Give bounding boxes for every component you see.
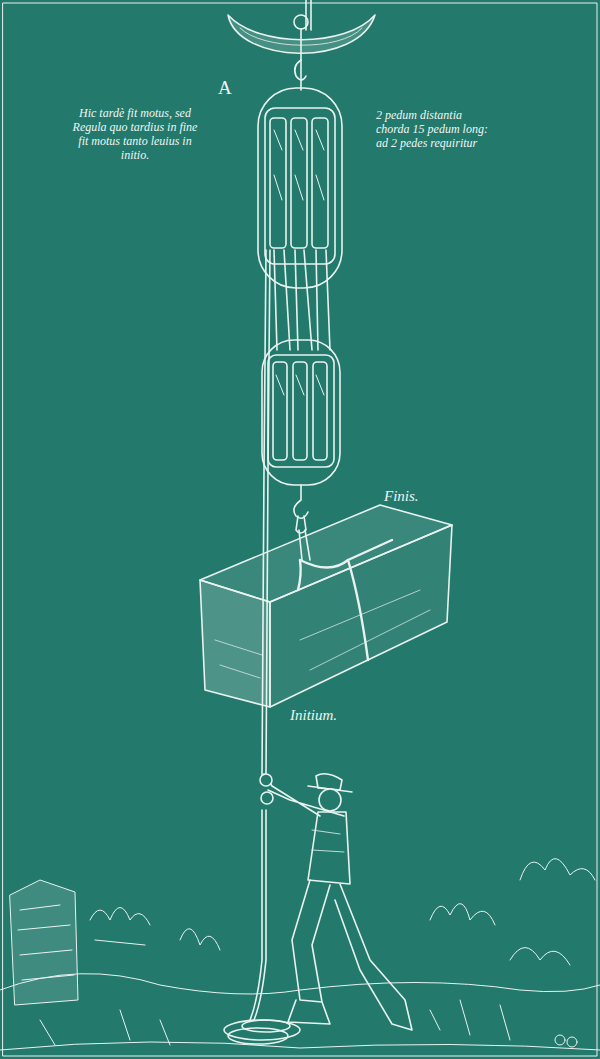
- man-hauling-part: [288, 1000, 330, 1024]
- tackle-ropes-part: [326, 250, 330, 350]
- ground-foliage-part: [180, 929, 220, 950]
- load-hook-part: [294, 485, 308, 518]
- end-label: Finis.: [384, 487, 464, 505]
- stone-block: [200, 505, 452, 707]
- tackle-ropes-part: [274, 250, 277, 350]
- stone-block-part: [215, 590, 430, 678]
- tackle-ropes-part: [284, 250, 290, 350]
- ground-foliage-part: [10, 880, 78, 1005]
- ground-foliage-part: [555, 1035, 565, 1045]
- hauling-rope-part: [254, 810, 266, 1020]
- upper-pulley-block-part: [274, 175, 324, 200]
- lower-pulley-block-part: [276, 375, 324, 395]
- stone-block-part: [200, 580, 270, 707]
- crescent-hook: [228, 15, 375, 90]
- stone-block-part: [270, 525, 452, 707]
- upper-pulley-block-part: [274, 130, 324, 150]
- stone-block-part: [300, 540, 392, 568]
- upper-pulley-block-part: [270, 118, 286, 248]
- stone-block-part: [298, 560, 301, 590]
- latin-note: 2 pedum distantia chorda 15 pedum long: …: [376, 108, 498, 150]
- lower-pulley-block-part: [313, 362, 327, 460]
- man-hauling-part: [319, 789, 341, 811]
- ground-foliage: [0, 859, 600, 1050]
- man-hauling-part: [261, 792, 273, 804]
- tackle-ropes-part: [316, 250, 318, 350]
- crescent-hook-part: [300, 60, 302, 90]
- lower-pulley-block-part: [273, 362, 287, 460]
- man-hauling-part: [312, 830, 344, 852]
- ground-foliage-part: [510, 948, 570, 966]
- hauling-rope-part: [250, 810, 262, 1020]
- start-label: Initium.: [290, 706, 380, 724]
- lower-pulley-block-part: [293, 362, 307, 460]
- upper-pulley-block-part: [265, 108, 335, 264]
- ground-foliage-part: [90, 908, 150, 946]
- tackle-ropes-part: [304, 250, 312, 350]
- ground-foliage-part: [430, 904, 495, 925]
- upper-pulley-block-part: [312, 118, 328, 248]
- page-frame: [3, 3, 597, 1056]
- ground-foliage-part: [18, 905, 74, 980]
- ground-foliage-part: [40, 1000, 510, 1045]
- crescent-hook-part: [294, 15, 308, 29]
- stone-block-part: [348, 560, 368, 660]
- tackle-ropes: [274, 250, 330, 350]
- latin-note: Hic tardè fit motus, sed Regula quo tard…: [72, 106, 198, 162]
- man-hauling-part: [292, 880, 330, 1002]
- ground-foliage-part: [520, 859, 595, 880]
- man-hauling-part: [264, 774, 344, 816]
- lower-pulley-block-part: [262, 340, 340, 485]
- man-hauling: [260, 774, 412, 1030]
- ground-foliage-part: [0, 974, 600, 994]
- top-rope-part: [310, 0, 312, 30]
- lower-pulley-block: [262, 340, 340, 485]
- man-hauling-part: [260, 774, 272, 786]
- upper-pulley-block-part: [291, 118, 307, 248]
- man-hauling-part: [335, 884, 412, 1030]
- part-letter: A: [218, 76, 248, 99]
- ground-foliage-part: [0, 1042, 600, 1050]
- hauling-rope-part: [242, 1020, 290, 1032]
- lower-pulley-block-part: [268, 355, 334, 467]
- man-hauling-part: [308, 812, 350, 884]
- ground-foliage-part: [567, 1037, 577, 1047]
- tackle-ropes-part: [295, 250, 298, 350]
